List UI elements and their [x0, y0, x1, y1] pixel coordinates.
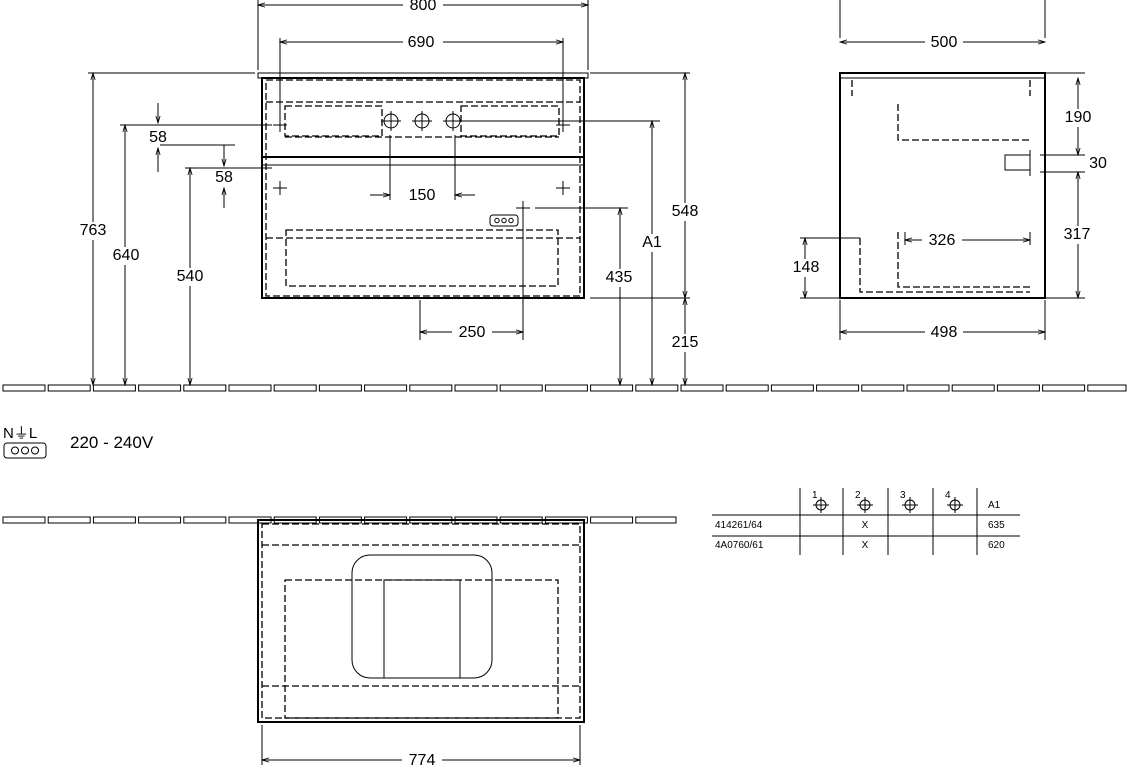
floor-segment	[725, 384, 769, 392]
floor-segment	[364, 384, 408, 392]
floor-segment	[590, 384, 634, 392]
floor-segment	[273, 384, 317, 392]
dim-215: 215	[672, 334, 699, 351]
dim-58-lower: 58	[215, 169, 233, 186]
floor-segment	[635, 516, 677, 524]
floor-segment	[409, 384, 453, 392]
dim-690: 690	[408, 34, 435, 51]
tap-position-icon	[857, 497, 873, 513]
floor-segment	[816, 384, 860, 392]
dim-190: 190	[1065, 109, 1092, 126]
dim-498: 498	[931, 324, 958, 341]
floor-segment	[770, 384, 814, 392]
header-3: 3	[900, 490, 906, 501]
variant-table: A1 414261/64 X 635 4A0760/61 X 620 1 2 3…	[712, 488, 1020, 555]
header-a1: A1	[988, 500, 1001, 511]
floor-segment	[138, 516, 182, 524]
header-1: 1	[812, 490, 829, 513]
tap-hole-icon	[380, 110, 402, 132]
floor-segment	[635, 384, 679, 392]
dim-640: 640	[113, 247, 140, 264]
basin-outline	[351, 554, 493, 679]
floor-segment	[183, 384, 227, 392]
floor-segment	[2, 384, 46, 392]
floor-segment	[228, 384, 272, 392]
dim-800: 800	[410, 0, 437, 14]
floor-segment	[47, 516, 91, 524]
dim-30: 30	[1089, 155, 1107, 172]
row-code: 4A0760/61	[715, 540, 764, 551]
row-a1: 635	[988, 520, 1005, 531]
row-code: 414261/64	[715, 520, 763, 531]
floor-line	[2, 384, 1127, 392]
dim-58-upper: 58	[149, 129, 167, 146]
floor-segment	[183, 516, 227, 524]
floor-segment	[996, 384, 1040, 392]
floor-segment	[590, 516, 634, 524]
dim-763: 763	[80, 222, 107, 239]
socket-icon	[3, 442, 47, 459]
floor-segment	[544, 384, 588, 392]
cell: X	[862, 540, 869, 551]
side-view: 500 498 190 30 317 326 148	[788, 0, 1107, 341]
dim-548: 548	[672, 203, 699, 220]
dim-a1: A1	[642, 234, 662, 251]
power-info: N⏚L 220 - 240V	[3, 425, 154, 459]
svg-text:2: 2	[855, 490, 861, 501]
cell: X	[862, 520, 869, 531]
row-a1: 620	[988, 540, 1005, 551]
dim-148: 148	[793, 259, 820, 276]
earth-symbol-icon: N⏚L	[3, 425, 37, 442]
floor-segment	[951, 384, 995, 392]
dim-317: 317	[1064, 226, 1091, 243]
floor-segment	[1042, 384, 1086, 392]
floor-segment	[138, 384, 182, 392]
dim-500: 500	[931, 34, 958, 51]
top-view: 774	[257, 519, 585, 769]
floor-segment	[92, 516, 136, 524]
floor-segment	[454, 384, 498, 392]
floor-segment	[1087, 384, 1127, 392]
svg-text:1: 1	[812, 490, 818, 501]
tap-position-icon	[947, 497, 963, 513]
socket-icon	[489, 214, 519, 227]
header-2: 2	[855, 490, 861, 501]
dim-326: 326	[929, 232, 956, 249]
dim-540: 540	[177, 268, 204, 285]
dim-774: 774	[409, 752, 436, 769]
floor-segment	[861, 384, 905, 392]
dim-150: 150	[409, 187, 436, 204]
dim-435: 435	[606, 269, 633, 286]
tap-hole-icon	[411, 110, 433, 132]
svg-text:3: 3	[900, 490, 906, 501]
floor-segment	[499, 384, 543, 392]
floor-segment	[2, 516, 46, 524]
header-4: 4	[945, 490, 951, 501]
floor-segment	[92, 384, 136, 392]
tap-position-icon	[902, 497, 918, 513]
floor-segment	[47, 384, 91, 392]
floor-segment	[318, 384, 362, 392]
floor-segment	[680, 384, 724, 392]
dim-250: 250	[459, 324, 486, 341]
front-view: 800 690 763 640 540 58 58 150 250 435 A1…	[75, 0, 703, 385]
floor-segment	[906, 384, 950, 392]
svg-text:4: 4	[945, 490, 951, 501]
tap-position-icon	[813, 497, 829, 513]
voltage-label: 220 - 240V	[70, 433, 154, 452]
